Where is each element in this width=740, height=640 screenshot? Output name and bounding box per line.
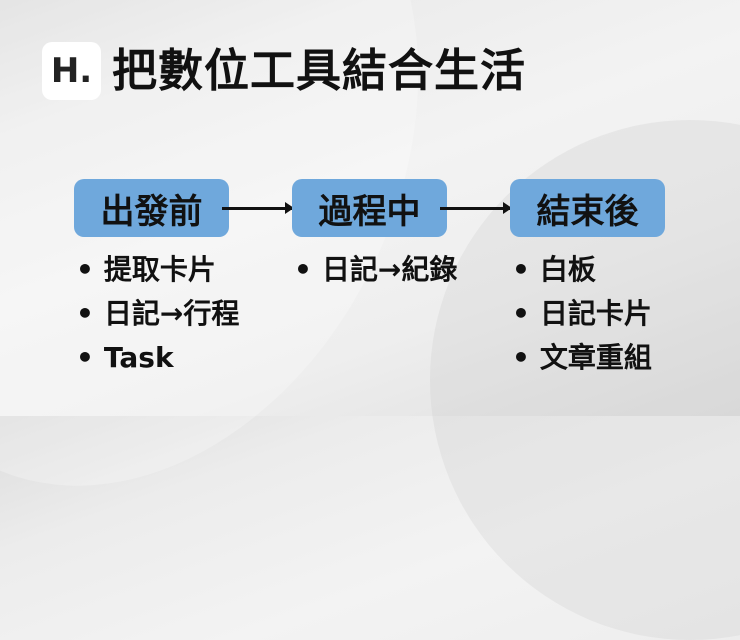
arrow-icon — [440, 202, 512, 214]
list-before: 提取卡片 日記→行程 Task — [76, 248, 239, 380]
list-item: Task — [76, 336, 239, 380]
list-item: 提取卡片 — [76, 248, 239, 292]
stage-before: 出發前 — [74, 179, 229, 237]
list-item: 白板 — [512, 248, 652, 292]
list-item: 文章重組 — [512, 336, 652, 380]
list-item: 日記→行程 — [76, 292, 239, 336]
list-after: 白板 日記卡片 文章重組 — [512, 248, 652, 380]
stage-during: 過程中 — [292, 179, 447, 237]
list-during: 日記→紀錄 — [294, 248, 457, 292]
list-item: 日記卡片 — [512, 292, 652, 336]
list-item: 日記→紀錄 — [294, 248, 457, 292]
page-title: 把數位工具結合生活 — [112, 44, 527, 97]
logo-icon: H. — [42, 42, 101, 100]
arrow-icon — [222, 202, 294, 214]
stage-after: 結束後 — [510, 179, 665, 237]
